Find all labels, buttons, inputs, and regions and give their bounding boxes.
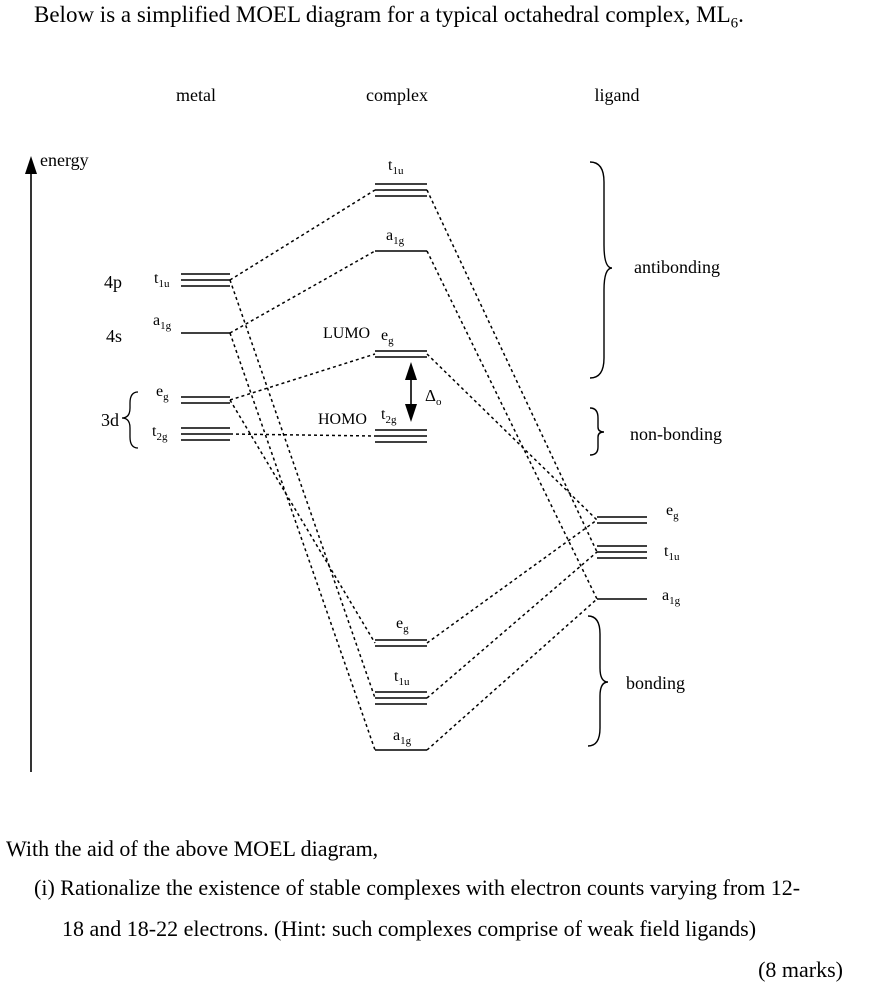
- ligand-levels: [597, 516, 647, 600]
- antibonding-brace: [589, 161, 613, 379]
- bonding-brace: [587, 615, 609, 747]
- complex-a1g-to-ligand-a1g: [426, 598, 598, 751]
- metal-a1g-to-complex-a1g-star: [229, 250, 376, 334]
- header-complex: complex: [366, 85, 428, 105]
- metal-levels: [181, 273, 230, 441]
- complex-eg-star-level: [375, 350, 427, 358]
- ligand-eg-level: [597, 516, 647, 524]
- homo-label: HOMO: [318, 411, 367, 428]
- metal-4p-level: [181, 273, 230, 287]
- question-part-i-line2: 18 and 18-22 electrons. (Hint: such comp…: [62, 916, 757, 941]
- complex-t1u-star-to-ligand-t1u: [426, 189, 598, 553]
- ligand-a1g-label: a1g: [662, 587, 681, 607]
- metal-t1u-to-complex-t1u-star: [229, 189, 376, 281]
- metal-eg-to-complex-eg-star: [229, 353, 376, 401]
- complex-eg-star-to-ligand-eg: [426, 353, 598, 521]
- metal-t1u-to-complex-t1u: [229, 279, 376, 699]
- bonding-label: bonding: [626, 673, 685, 693]
- antibonding-label: antibonding: [634, 257, 720, 277]
- complex-eg-star-label: eg: [381, 327, 394, 347]
- delta-o-arrow: [405, 362, 417, 422]
- marks-label: (8 marks): [758, 957, 843, 982]
- complex-t1u-label: t1u: [394, 668, 410, 688]
- delta-o-label: Δo: [425, 386, 442, 408]
- complex-t1u-star-level: [375, 183, 427, 197]
- ligand-t1u-level: [597, 545, 647, 559]
- metal-4s-label: 4s: [106, 326, 122, 346]
- header-ligand: ligand: [595, 85, 640, 105]
- complex-t1u-to-ligand-t1u: [426, 551, 598, 699]
- complex-eg-label: eg: [396, 615, 409, 635]
- intro-text: Below is a simplified MOEL diagram for a…: [34, 2, 731, 27]
- metal-t2g-label: t2g: [152, 423, 168, 443]
- energy-label: energy: [40, 150, 89, 170]
- question-lead: With the aid of the above MOEL diagram,: [6, 836, 379, 861]
- complex-a1g-star-to-ligand-a1g: [426, 250, 598, 600]
- complex-t1u-star-label: t1u: [388, 157, 404, 177]
- metal-eg-label: eg: [156, 383, 169, 403]
- correlation-lines: [229, 189, 598, 751]
- metal-t2g-to-complex-t2g: [229, 433, 376, 437]
- metal-3d-eg-level: [181, 396, 230, 404]
- complex-t1u-level: [375, 691, 427, 705]
- metal-3d-t2g-level: [181, 427, 230, 441]
- complex-levels: [375, 183, 427, 751]
- lumo-label: LUMO: [323, 325, 370, 342]
- moel-diagram: metal complex ligand energy 4p 4s 3d t1u…: [25, 85, 722, 772]
- complex-eg-level: [375, 639, 427, 647]
- complex-t2g-level: [375, 429, 427, 443]
- energy-axis: [25, 156, 37, 772]
- complex-a1g-label: a1g: [393, 727, 412, 747]
- intro-sentence: Below is a simplified MOEL diagram for a…: [34, 2, 744, 33]
- metal-a1g-label: a1g: [153, 312, 172, 332]
- metal-3d-brace: [121, 391, 139, 449]
- ligand-t1u-label: t1u: [664, 543, 680, 563]
- metal-t1u-label: t1u: [154, 270, 170, 290]
- complex-t2g-label: t2g: [381, 406, 397, 426]
- metal-eg-to-complex-eg: [229, 399, 376, 644]
- intro-subscript: 6: [730, 15, 739, 32]
- metal-a1g-to-complex-a1g: [229, 332, 376, 751]
- nonbonding-brace: [589, 407, 605, 456]
- question-part-i-line1: (i) Rationalize the existence of stable …: [34, 875, 801, 900]
- header-metal: metal: [176, 85, 216, 105]
- metal-4p-label: 4p: [104, 272, 122, 292]
- ligand-eg-label: eg: [666, 502, 679, 522]
- complex-a1g-star-label: a1g: [386, 227, 405, 247]
- intro-end: .: [738, 2, 744, 27]
- nonbonding-label: non-bonding: [630, 424, 722, 444]
- complex-eg-to-ligand-eg: [426, 519, 598, 644]
- metal-3d-label: 3d: [101, 410, 119, 430]
